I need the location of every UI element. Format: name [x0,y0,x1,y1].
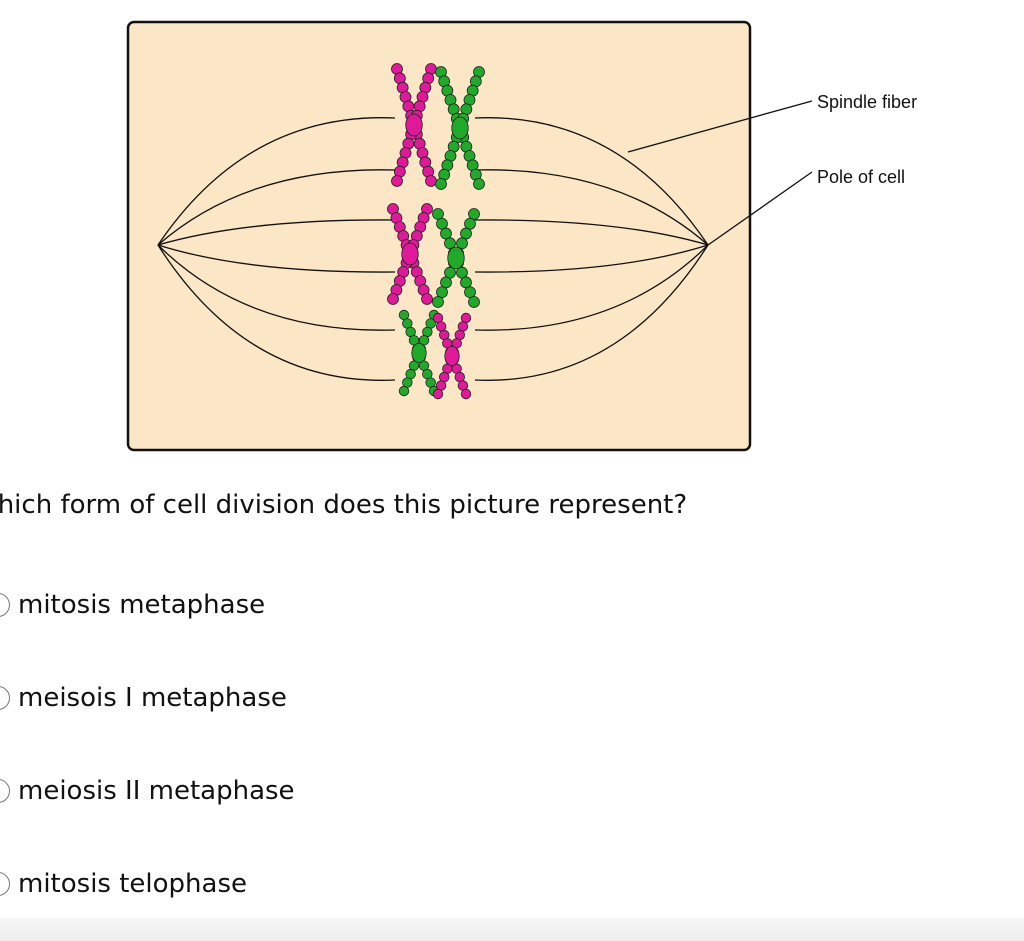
spindle-fiber-line [157,169,396,246]
chromatin-bead [440,276,452,289]
spindle-fiber-line [474,244,709,273]
chromatin-bead [464,286,476,299]
chromatin-bead [468,208,480,220]
radio-button[interactable] [0,872,10,896]
spindle-fiber-line [157,244,396,331]
option-meiosis-ii-metaphase[interactable]: meiosis II metaphase [0,776,295,806]
chromatin-bead [425,175,437,187]
option-meiosis-i-metaphase[interactable]: meisois I metaphase [0,683,287,713]
chromatin-bead [460,227,472,240]
spindle-fiber-line [474,169,709,246]
bottom-bar [0,918,1024,941]
chromatin-bead [432,388,444,400]
chromatin-bead [432,208,444,220]
chromatin-bead [440,227,452,240]
chromosomes [387,63,485,400]
chromatin-bead [435,178,447,190]
spindle-fiber-line [157,219,396,246]
spindle-fiber-line [474,244,709,381]
centromere [401,242,419,266]
centromere [411,342,427,363]
centromere [451,116,469,140]
pole-of-cell-label: Pole of cell [817,167,905,187]
chromatin-bead [436,217,448,230]
radio-button[interactable] [0,593,10,617]
spindle-fiber-line [474,244,709,331]
cell-box [126,20,752,452]
radio-button[interactable] [0,779,10,803]
chromatin-bead [473,178,485,190]
option-mitosis-telophase[interactable]: mitosis telophase [0,869,247,899]
spindle-fiber-line [157,117,396,246]
centromere [447,246,465,270]
chromatin-bead [436,286,448,299]
spindle-fiber-line [157,244,396,381]
centromere [405,113,423,137]
option-label: mitosis telophase [18,869,248,899]
question-text: Which form of cell division does this pi… [0,490,688,520]
centromere [444,345,460,366]
option-label: meisois I metaphase [18,683,287,713]
option-label: meiosis II metaphase [18,776,295,806]
chromatin-bead [460,276,472,289]
chromatin-bead [464,217,476,230]
spindle-fiber-line [157,244,396,273]
spindle-fibers [157,117,709,381]
spindle-fiber-pointer [627,100,813,153]
chromatin-bead [421,293,433,305]
chromatin-bead [391,175,403,187]
option-label: mitosis metaphase [18,590,266,620]
spindle-fiber-label: Spindle fiber [817,92,917,112]
spindle-fiber-line [474,219,709,246]
radio-button[interactable] [0,686,10,710]
chromatin-bead [468,296,480,308]
spindle-fiber-line [474,117,709,246]
chromatin-bead [432,296,444,308]
chromatin-bead [460,388,472,400]
chromatin-bead [387,293,399,305]
pole-of-cell-pointer [707,171,813,246]
cell-division-diagram: Spindle fiber Pole of cell [126,20,917,452]
option-mitosis-metaphase[interactable]: mitosis metaphase [0,590,265,620]
chromatin-bead [398,385,410,397]
